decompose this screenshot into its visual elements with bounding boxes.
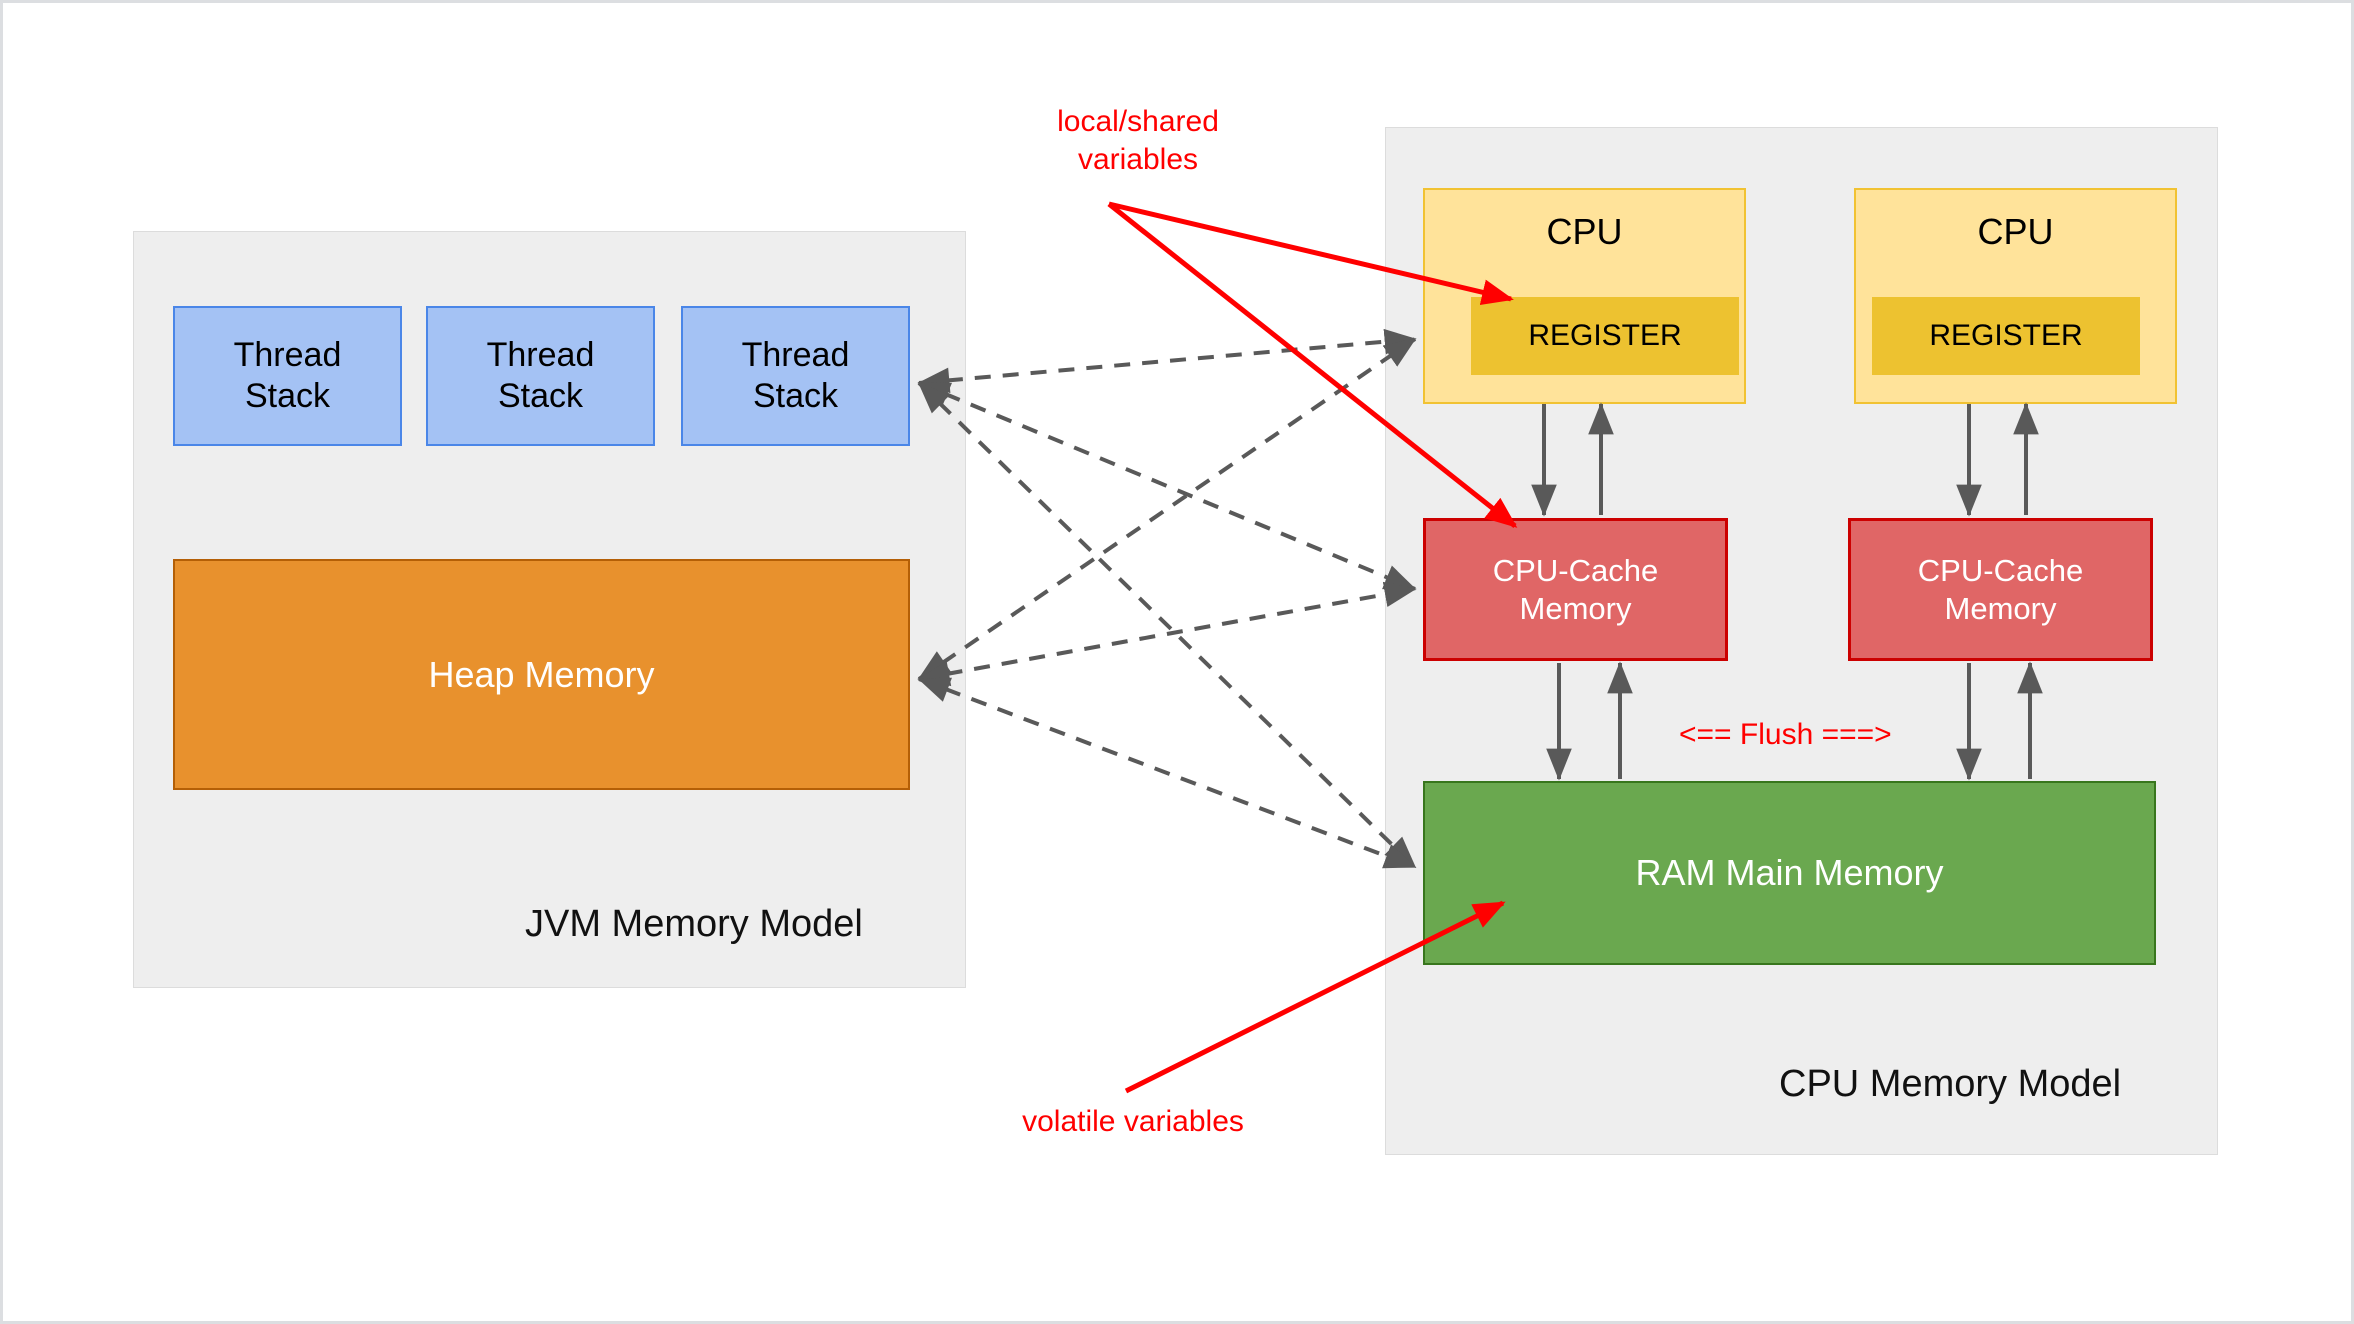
dashed-link-heap-register xyxy=(917,337,1417,681)
heap-memory-box[interactable]: Heap Memory xyxy=(173,559,910,790)
thread-stack-box-1[interactable]: Thread Stack xyxy=(173,306,402,446)
register-box-2[interactable]: REGISTER xyxy=(1872,297,2140,375)
cpu-panel-title: CPU Memory Model xyxy=(1779,1063,2122,1105)
flush-label: <== Flush ===> xyxy=(1679,718,1892,751)
thread-stack-box-2[interactable]: Thread Stack xyxy=(426,306,655,446)
thread-stack-box-3[interactable]: Thread Stack xyxy=(681,306,910,446)
dashed-link-heap-cache xyxy=(917,581,1417,687)
volatile-variables-annotation: volatile variables xyxy=(1022,1105,1244,1138)
local-shared-variables-annotation: local/shared variables xyxy=(1057,105,1219,176)
dashed-link-heap-ram xyxy=(917,677,1417,869)
ram-main-memory-box[interactable]: RAM Main Memory xyxy=(1423,781,2156,965)
dashed-link-threadstack-cache xyxy=(917,381,1417,591)
dashed-link-threadstack-ram xyxy=(917,381,1417,869)
jvm-panel-title: JVM Memory Model xyxy=(525,903,863,945)
register-box-1[interactable]: REGISTER xyxy=(1471,297,1739,375)
dashed-link-threadstack-register xyxy=(917,328,1417,394)
cpu-cache-box-1[interactable]: CPU-Cache Memory xyxy=(1423,518,1728,661)
cpu-cache-box-2[interactable]: CPU-Cache Memory xyxy=(1848,518,2153,661)
